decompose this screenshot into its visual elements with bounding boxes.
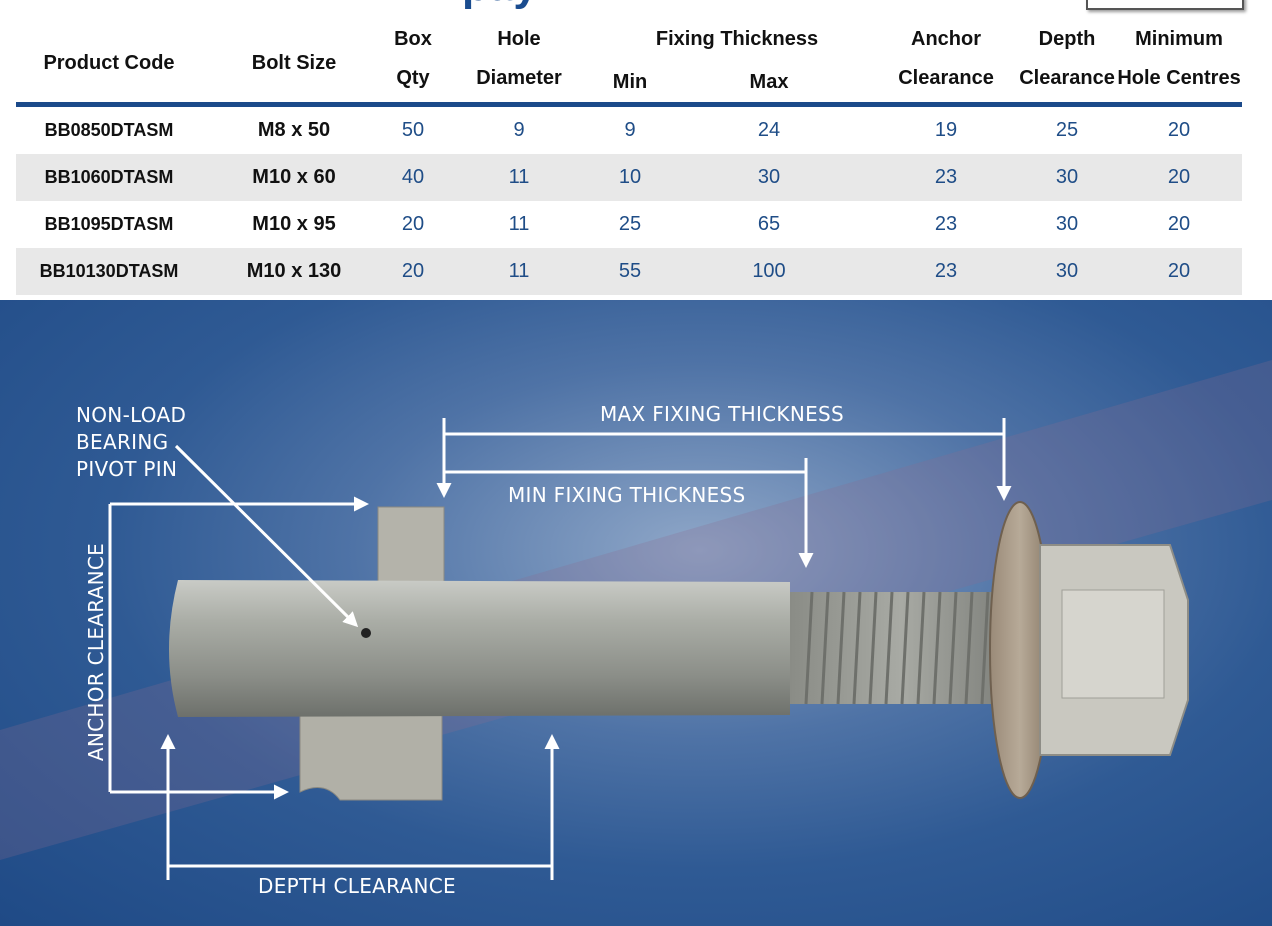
cell-depth-centres: 25 20: [1016, 105, 1242, 155]
header-max: Max: [749, 71, 789, 93]
max-fixing-label: MAX FIXING THICKNESS: [600, 402, 845, 426]
cell-min: 9: [624, 119, 636, 141]
cell-code: BB0850DTASM: [44, 120, 174, 140]
table-row: BB0850DTASM M8 x 50 50 9 9 24 19 25 20: [16, 105, 1242, 155]
header-centres-1: Minimum: [1135, 28, 1223, 50]
bolt-diagram: NON-LOAD BEARING PIVOT PIN MAX FIXING TH…: [0, 300, 1272, 926]
cell-max: 65: [757, 213, 781, 235]
diagram-graphics: [0, 360, 1272, 880]
min-fixing-label: MIN FIXING THICKNESS: [508, 483, 746, 507]
cell-code: BB10130DTASM: [16, 248, 202, 295]
cell-anchor: 19: [934, 119, 958, 141]
cell-bolt: M10 x 95: [252, 213, 336, 235]
cell-min: 10: [598, 154, 662, 201]
bolt-shaft: [169, 580, 790, 717]
cell-code: BB1095DTASM: [44, 214, 174, 234]
cell-hole: 11: [440, 248, 598, 295]
cell-min: 25: [618, 213, 642, 235]
cell-qty: 50: [401, 119, 425, 141]
pivot-pin-label: NON-LOAD BEARING PIVOT PIN: [76, 403, 187, 481]
cell-hole: 11: [508, 213, 530, 235]
header-hole-diameter-1: Hole: [497, 28, 541, 50]
page-title-fragment: pay: [462, 0, 612, 14]
cell-min: 55: [598, 248, 662, 295]
header-fixing-thickness: Fixing Thickness: [655, 28, 819, 50]
pivot-pin-hole: [361, 628, 371, 638]
header-depth-centres-1: Depth Minimum: [1016, 24, 1242, 54]
nut-face: [1061, 589, 1165, 699]
header-box-qty-1: Box: [394, 28, 432, 50]
header-product-code: Product Code: [43, 52, 175, 74]
header-box-qty-2: Qty: [396, 67, 430, 89]
header-bolt-size: Bolt Size: [251, 52, 337, 74]
cell-depth-centres: 30 20: [1016, 201, 1242, 248]
cell-max: 24: [757, 119, 781, 141]
cell-code: BB1060DTASM: [16, 154, 202, 201]
cell-depth: 30: [1055, 260, 1079, 282]
cell-qty: 40: [386, 154, 440, 201]
cell-max: 30: [662, 154, 877, 201]
cell-bolt: M8 x 50: [257, 119, 331, 141]
cell-depth: 25: [1055, 119, 1079, 141]
cell-anchor: 23: [876, 154, 1017, 201]
thread-lines: [804, 591, 990, 705]
cell-max: 100: [662, 248, 877, 295]
header-hole-diameter-2: Diameter: [476, 67, 562, 89]
cell-bolt: M10 x 130: [202, 248, 386, 295]
cell-centres: 20: [1167, 119, 1191, 141]
header-depth-2: Clearance: [1019, 67, 1115, 89]
cell-depth: 30: [1055, 166, 1079, 188]
header-centres-2: Hole Centres: [1117, 67, 1241, 89]
cell-centres: 20: [1167, 166, 1191, 188]
wedge-bottom: [299, 711, 443, 801]
header-anchor-clearance-2: Clearance: [898, 67, 994, 89]
cell-depth-centres: 30 20: [1016, 154, 1243, 201]
anchor-clearance-label: ANCHOR CLEARANCE: [84, 542, 109, 762]
spec-table: Product Code Bolt Size Box Hole Fixing T…: [16, 24, 1243, 295]
cell-bolt: M10 x 60: [202, 154, 386, 201]
cell-depth: 30: [1055, 213, 1079, 235]
table-row: BB1095DTASM M10 x 95 20 11 25 65 23 30 20: [16, 201, 1242, 248]
cell-centres: 20: [1167, 260, 1191, 282]
cell-hole: 11: [440, 154, 598, 201]
dimension-lines: [108, 418, 1012, 880]
wedge-top: [377, 506, 445, 586]
cell-anchor: 23: [876, 248, 1017, 295]
cell-hole: 9: [513, 119, 525, 141]
cell-depth-centres: 30 20: [1016, 248, 1243, 295]
cell-centres: 20: [1167, 213, 1191, 235]
cell-qty: 20: [401, 213, 425, 235]
depth-clearance-label: DEPTH CLEARANCE: [258, 874, 456, 898]
header-min: Min: [612, 71, 648, 93]
cell-qty: 20: [386, 248, 440, 295]
header-anchor-clearance-1: Anchor: [911, 28, 982, 50]
cell-anchor: 23: [934, 213, 958, 235]
corner-box: [1086, 0, 1244, 10]
header-depth-1: Depth: [1038, 28, 1096, 50]
